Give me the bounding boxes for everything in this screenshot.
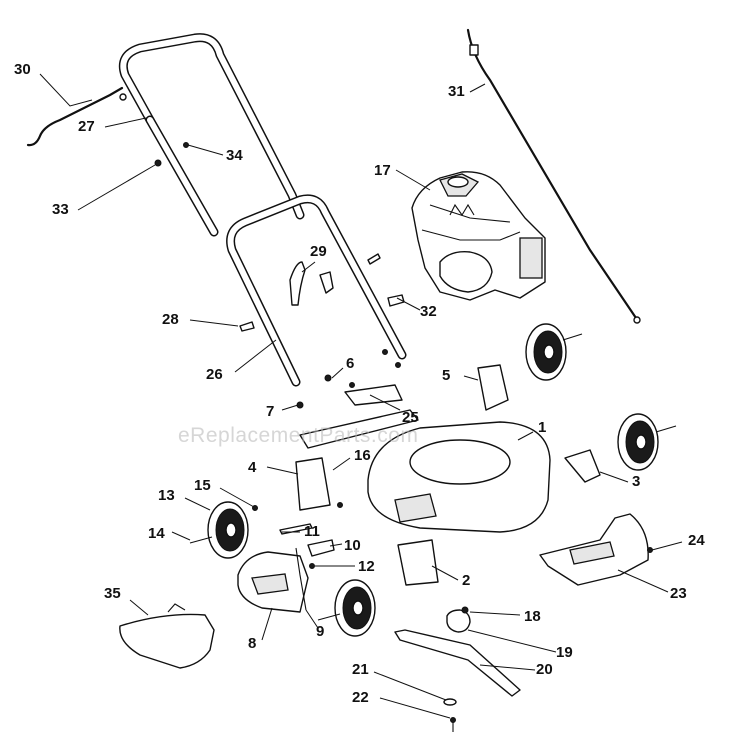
callout-5: 5 bbox=[442, 367, 451, 384]
callout-24: 24 bbox=[688, 532, 705, 549]
callout-29: 29 bbox=[310, 243, 327, 260]
callout-16: 16 bbox=[354, 447, 371, 464]
callout-15: 15 bbox=[194, 477, 211, 494]
callout-11: 11 bbox=[304, 523, 320, 540]
callout-28: 28 bbox=[162, 311, 179, 328]
callout-3: 3 bbox=[632, 473, 641, 490]
callout-14: 14 bbox=[148, 525, 165, 542]
callout-19: 19 bbox=[556, 644, 573, 661]
wheel-front-right bbox=[617, 413, 677, 471]
callout-27: 27 bbox=[78, 118, 95, 135]
callout-18: 18 bbox=[524, 608, 541, 625]
mulch-plug bbox=[119, 603, 215, 669]
upper-handle bbox=[118, 33, 305, 237]
bail-rod bbox=[26, 86, 127, 147]
wheel-rear-right bbox=[525, 323, 583, 381]
callout-31: 31 bbox=[448, 83, 465, 100]
callout-21: 21 bbox=[352, 661, 369, 678]
callout-9: 9 bbox=[316, 623, 325, 640]
callout-6: 6 bbox=[346, 355, 355, 372]
callout-33: 33 bbox=[52, 201, 69, 218]
callout-20: 20 bbox=[536, 661, 553, 678]
callout-34: 34 bbox=[226, 147, 243, 164]
callout-26: 26 bbox=[206, 366, 223, 383]
callout-4: 4 bbox=[248, 459, 257, 476]
wheel-rear-left bbox=[189, 501, 249, 559]
wheel-front-left bbox=[317, 579, 376, 637]
callout-8: 8 bbox=[248, 635, 257, 652]
rear-flap-assembly bbox=[237, 502, 343, 613]
blade-assembly bbox=[394, 606, 521, 732]
callout-12: 12 bbox=[358, 558, 375, 575]
callout-7: 7 bbox=[266, 403, 275, 420]
watermark: eReplacementParts.com bbox=[178, 424, 419, 447]
callout-22: 22 bbox=[352, 689, 369, 706]
deck bbox=[367, 421, 551, 533]
leader-lines bbox=[39, 73, 683, 719]
brackets bbox=[295, 364, 601, 586]
control-cable bbox=[466, 28, 641, 324]
callout-1: 1 bbox=[538, 419, 547, 436]
engine bbox=[411, 171, 546, 301]
callout-23: 23 bbox=[670, 585, 687, 602]
callout-30: 30 bbox=[14, 61, 31, 78]
callout-10: 10 bbox=[344, 537, 361, 554]
callout-35: 35 bbox=[104, 585, 121, 602]
callout-25: 25 bbox=[402, 409, 419, 426]
callout-13: 13 bbox=[158, 487, 175, 504]
callout-17: 17 bbox=[374, 162, 391, 179]
callout-32: 32 bbox=[420, 303, 437, 320]
wheels bbox=[189, 323, 677, 637]
hardware-small bbox=[154, 142, 405, 409]
discharge-chute bbox=[539, 513, 653, 586]
callout-2: 2 bbox=[462, 572, 471, 589]
lower-handle bbox=[226, 194, 407, 387]
